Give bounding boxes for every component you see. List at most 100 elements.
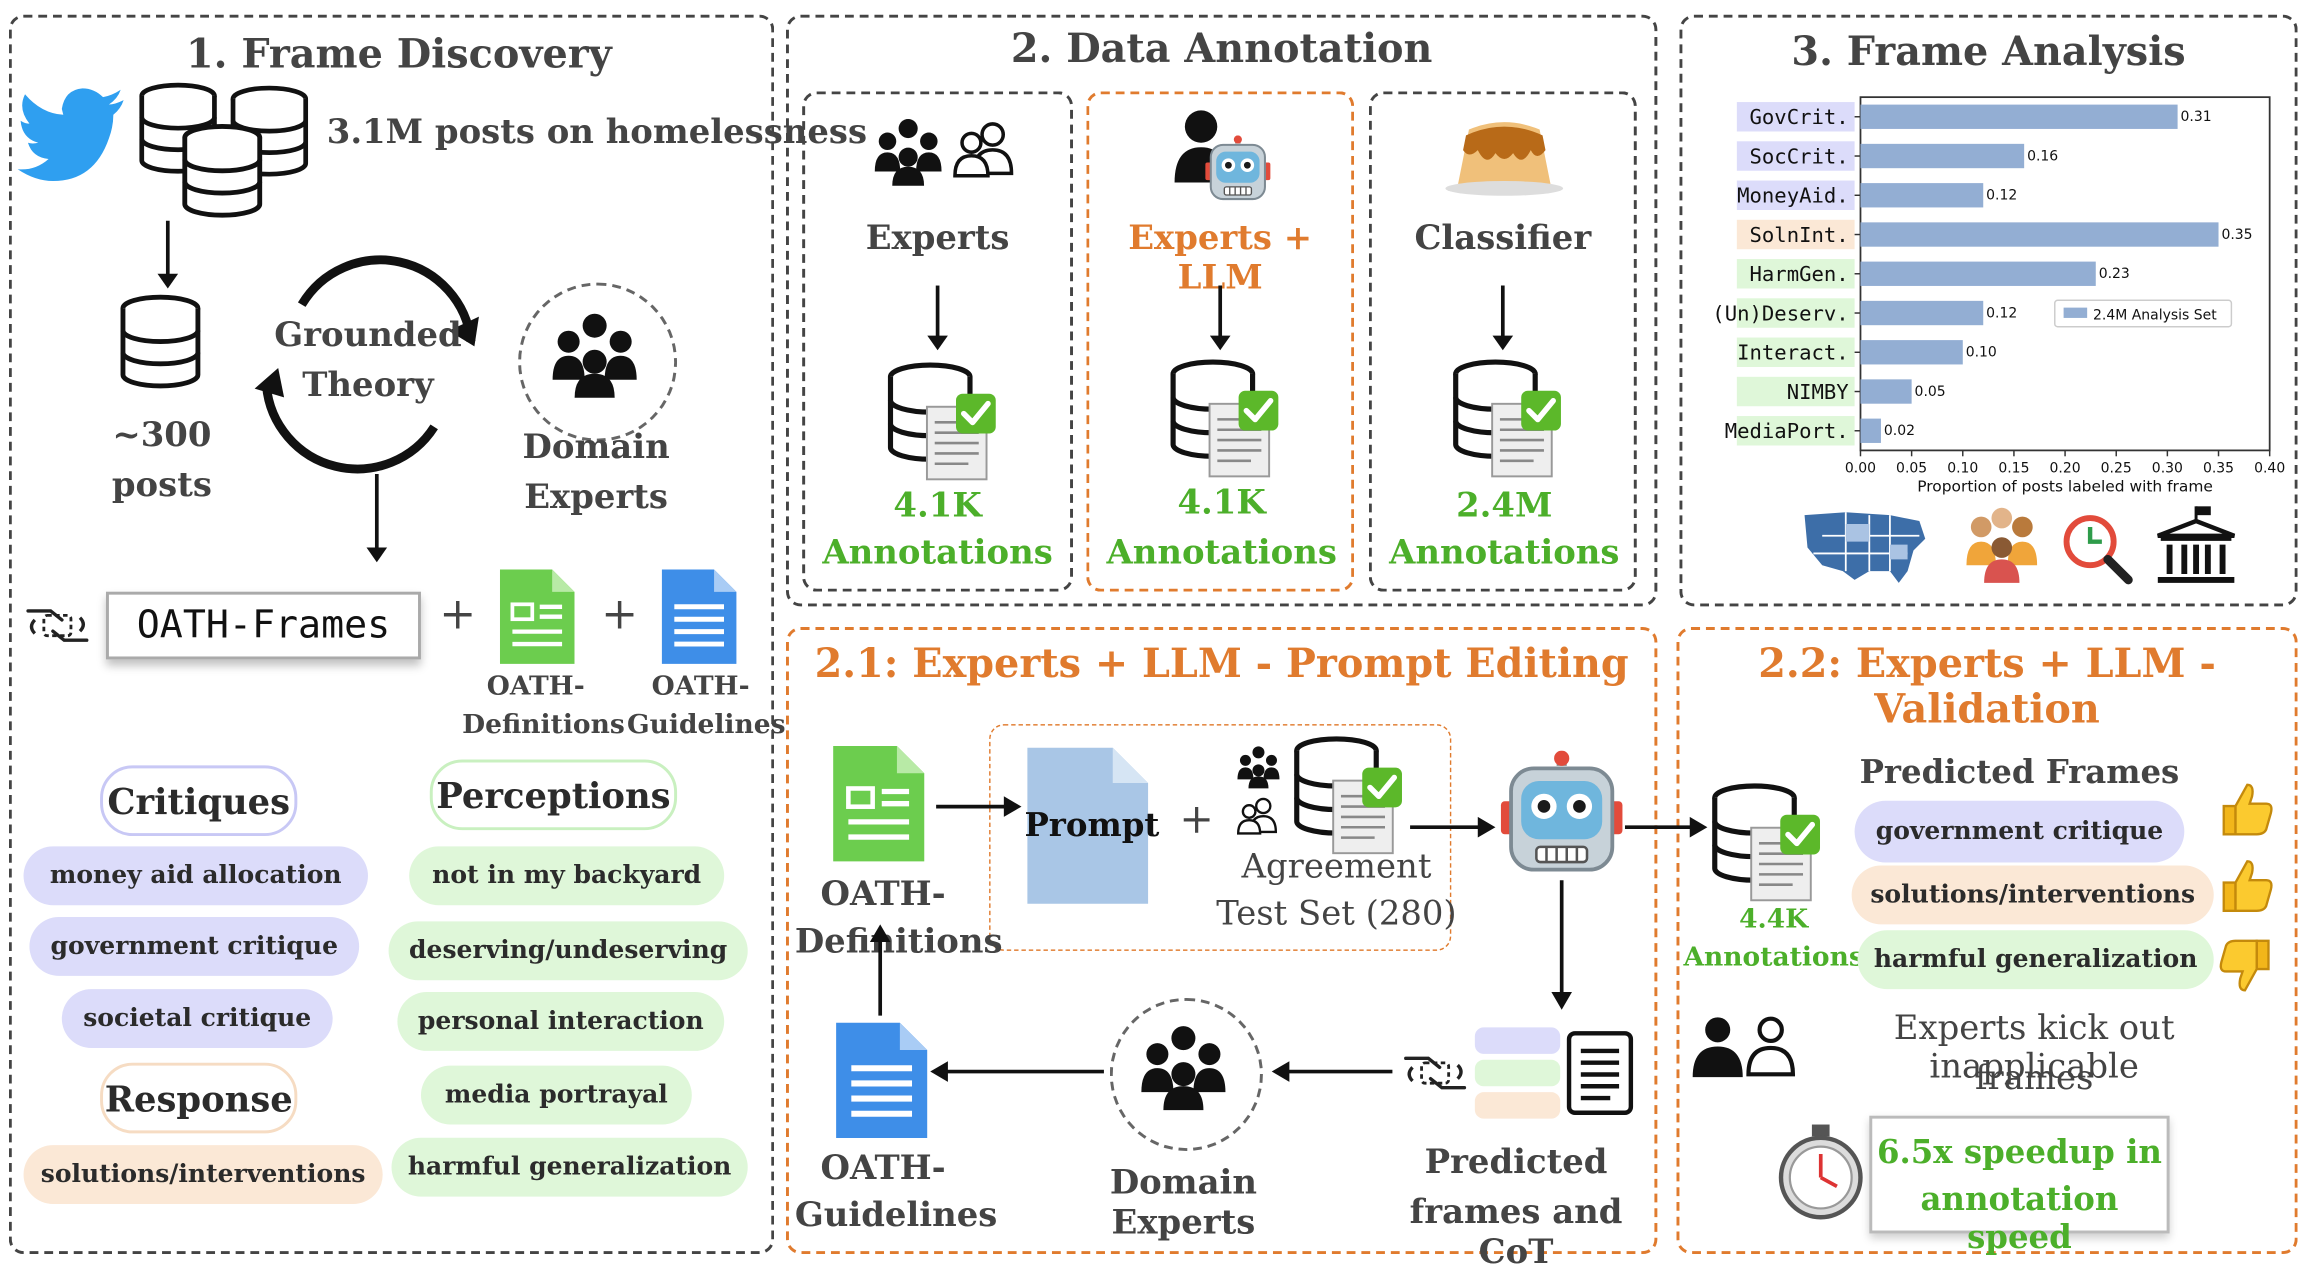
annotated-database-icon bbox=[1451, 359, 1569, 478]
handshake-icon bbox=[24, 592, 92, 660]
frame-pill: solutions/interventions bbox=[1851, 865, 2214, 925]
frame-pill: deserving/undeserving bbox=[388, 921, 748, 981]
arrow-left bbox=[1271, 1061, 1393, 1082]
arrow-down bbox=[157, 220, 179, 289]
panel-title: 1. Frame Discovery bbox=[186, 32, 612, 79]
testset-label-2: Test Set (280) bbox=[1216, 894, 1457, 934]
data-label: 0.31 bbox=[2181, 109, 2212, 125]
panel-data-annotation: 2. Data Annotation bbox=[785, 14, 1658, 607]
definitions-label-1: OATH- bbox=[486, 671, 585, 703]
data-label: 0.23 bbox=[2099, 266, 2130, 282]
annotation-count: 2.4M bbox=[1456, 485, 1553, 526]
annotation-count: 4.1K bbox=[893, 485, 982, 526]
data-label: 0.12 bbox=[1986, 305, 2017, 321]
thumbs-up-icon bbox=[2222, 783, 2273, 836]
x-tick-label: 0.05 bbox=[1896, 460, 1927, 476]
people-group-icon bbox=[1237, 746, 1280, 789]
us-map-icon bbox=[1804, 512, 1926, 583]
bar bbox=[1860, 183, 1984, 208]
domain-label: Domain bbox=[522, 426, 670, 467]
prompt-label: Prompt bbox=[1024, 806, 1160, 845]
sample-count: ~300 bbox=[112, 415, 212, 455]
frame-pill: harmful generalization bbox=[391, 1137, 748, 1197]
definitions-label-1: OATH- bbox=[820, 874, 946, 915]
guidelines-doc-icon bbox=[833, 1019, 930, 1143]
arrow-right bbox=[1624, 816, 1708, 838]
category-label-bg bbox=[1736, 376, 1855, 407]
frame-pill: government critique bbox=[29, 916, 360, 976]
arrow-down bbox=[1492, 285, 1514, 351]
speedup-label-1: 6.5x speedup in bbox=[1876, 1133, 2162, 1172]
frame-pill: harmful generalization bbox=[1857, 930, 2214, 990]
twitter-icon bbox=[17, 88, 124, 182]
people-group-icon bbox=[874, 119, 942, 186]
arrow-right bbox=[936, 796, 1022, 817]
y-tick-label: Interact. bbox=[1737, 341, 1849, 365]
diverse-people-icon bbox=[1966, 507, 2038, 583]
guidelines-label-1: OATH- bbox=[651, 671, 750, 703]
sample-unit: posts bbox=[111, 465, 212, 505]
annotated-database-icon bbox=[886, 362, 1004, 481]
panel-title: 2. Data Annotation bbox=[1010, 26, 1433, 73]
definitions-doc-icon bbox=[830, 742, 927, 866]
robot-icon bbox=[1204, 135, 1272, 201]
bar bbox=[1860, 261, 2096, 286]
pudding-icon bbox=[1445, 122, 1564, 196]
x-tick-label: 0.15 bbox=[1998, 460, 2029, 476]
grounded-label: Grounded bbox=[274, 314, 462, 355]
annotation-unit: Annotations bbox=[1389, 532, 1620, 573]
frame-pill: societal critique bbox=[61, 989, 333, 1048]
annotated-database-icon bbox=[1169, 359, 1287, 478]
testset-label-1: Agreement bbox=[1241, 847, 1432, 887]
y-tick-label: HarmGen. bbox=[1750, 262, 1849, 286]
plus-sign: + bbox=[439, 588, 477, 641]
x-tick-label: 0.00 bbox=[1845, 460, 1876, 476]
panel-title: 3. Frame Analysis bbox=[1791, 29, 2186, 76]
experts-llm-column bbox=[1086, 91, 1355, 592]
y-tick-label: MediaPort. bbox=[1725, 419, 1849, 443]
panel-title: 2.1: Experts + LLM - Prompt Editing bbox=[814, 641, 1629, 688]
legend-box bbox=[2054, 299, 2233, 328]
y-tick-label: NIMBY bbox=[1787, 380, 1850, 404]
data-label: 0.02 bbox=[1884, 423, 1915, 439]
speedup-label-2: annotation speed bbox=[1920, 1180, 2119, 1258]
bar bbox=[1860, 222, 2219, 247]
category-label-bg bbox=[1736, 416, 1855, 446]
predicted-frames-heading: Predicted Frames bbox=[1859, 753, 2180, 792]
prompt-inputs-box bbox=[989, 724, 1452, 951]
domain-experts-circle bbox=[1109, 997, 1263, 1152]
category-label-bg bbox=[1736, 141, 1855, 171]
bar bbox=[1860, 379, 1912, 404]
category-label-bg bbox=[1736, 259, 1855, 289]
response-category: Response bbox=[100, 1062, 298, 1134]
theory-label: Theory bbox=[302, 365, 434, 405]
column-label: Experts + LLM bbox=[1128, 217, 1313, 298]
data-label: 0.10 bbox=[1966, 345, 1997, 361]
database-icon bbox=[115, 294, 206, 391]
annotation-unit: Annotations bbox=[1106, 532, 1337, 573]
x-tick-label: 0.20 bbox=[2050, 460, 2081, 476]
frame-pill: personal interaction bbox=[397, 992, 725, 1051]
plus-sign: + bbox=[1179, 794, 1214, 844]
bar bbox=[1860, 104, 2178, 129]
category-label-bg bbox=[1736, 180, 1855, 210]
person-outline-icon bbox=[1746, 1016, 1796, 1077]
column-label: Experts bbox=[865, 217, 1010, 258]
handshake-icon bbox=[1401, 1039, 1469, 1107]
people-pair-outline-icon bbox=[953, 122, 1014, 178]
domain-experts-circle bbox=[518, 282, 678, 442]
domain-experts-label: Domain Experts bbox=[1109, 1162, 1258, 1243]
document-icon bbox=[1566, 1031, 1634, 1115]
panel-frame-analysis: 3. Frame Analysis bbox=[1679, 14, 2298, 607]
prompt-doc-icon bbox=[1027, 747, 1149, 904]
panel-validation: 2.2: Experts + LLM - Validation bbox=[1676, 627, 2298, 1255]
frame-pill: solutions/interventions bbox=[23, 1145, 383, 1205]
y-tick-label: SocCrit. bbox=[1750, 144, 1849, 168]
category-label-bg bbox=[1736, 337, 1855, 367]
experts-label: Experts bbox=[524, 476, 668, 517]
definitions-label-2: Definitions bbox=[462, 709, 625, 741]
bar bbox=[1860, 418, 1881, 443]
annotation-count: 4.1K bbox=[1177, 482, 1266, 523]
category-label-bg bbox=[1736, 298, 1855, 328]
